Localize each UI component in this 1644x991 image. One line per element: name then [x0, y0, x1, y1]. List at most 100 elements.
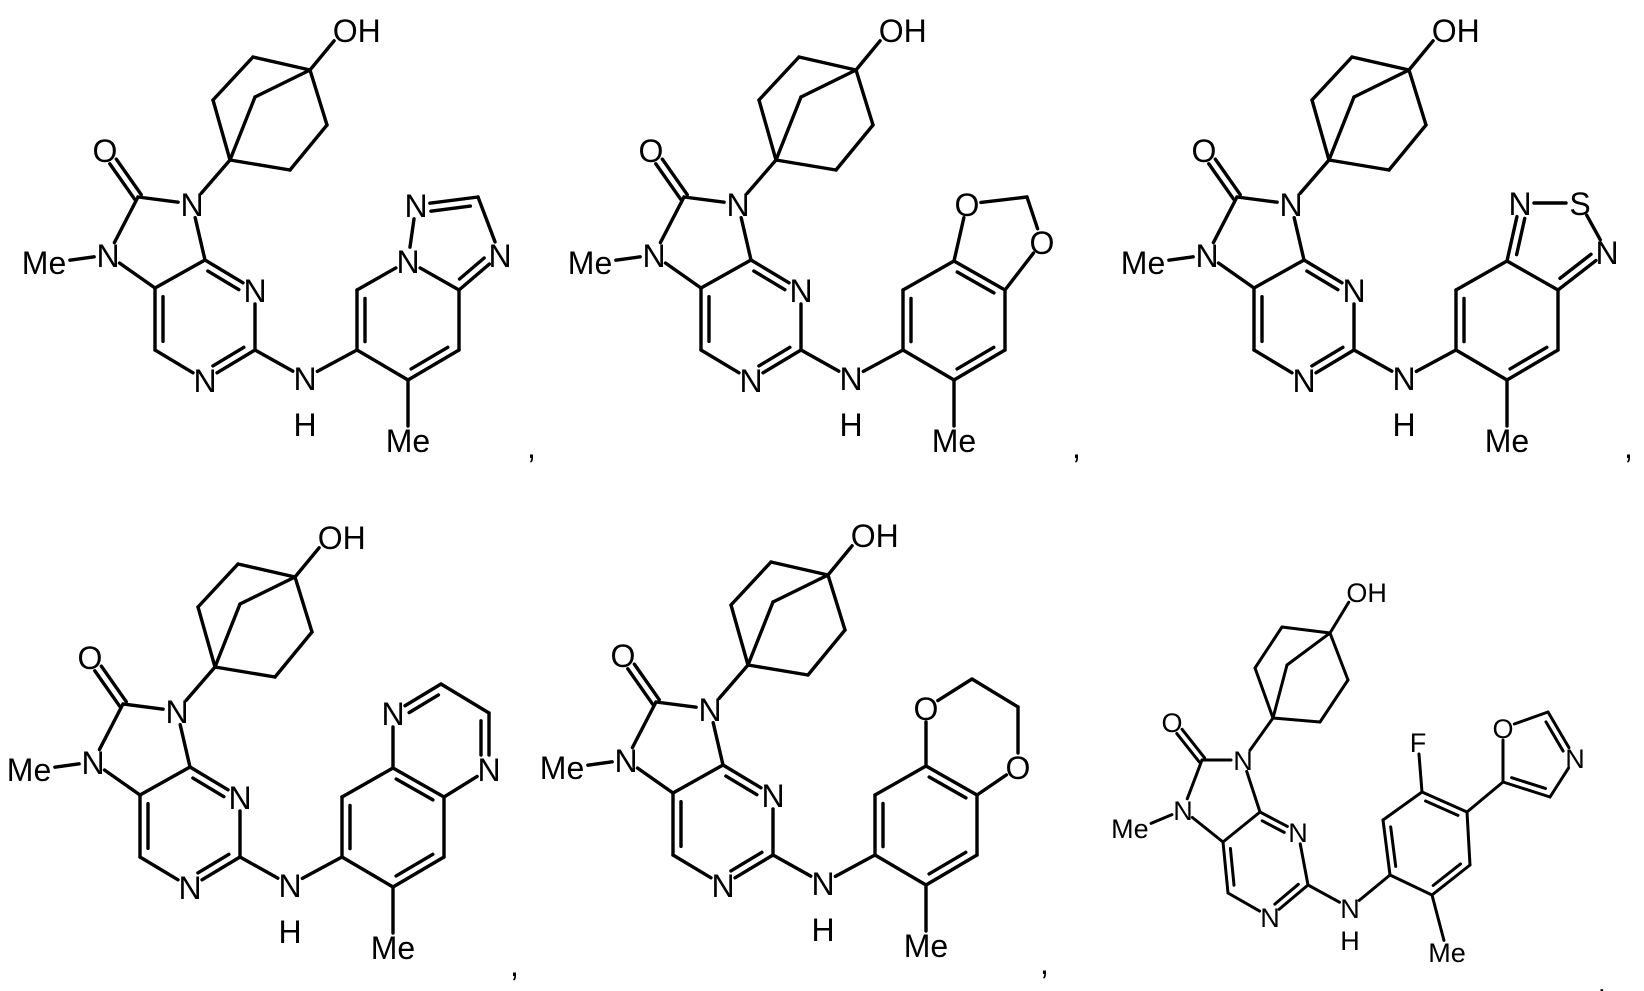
single-bond: [673, 855, 711, 878]
single-bond: [1300, 160, 1329, 193]
atom-label: N: [739, 363, 762, 399]
single-bond: [1260, 812, 1287, 826]
single-bond: [1223, 842, 1228, 893]
single-bond: [1456, 350, 1507, 380]
double-bond-inner-line: [431, 206, 470, 211]
single-bond: [201, 160, 230, 193]
single-bond: [632, 702, 656, 748]
single-bond: [719, 665, 748, 698]
molecule-2: OHNONMeNNNHMeOO,: [568, 13, 1081, 465]
single-bond: [215, 604, 240, 667]
atom-label: N: [96, 238, 119, 274]
single-bond: [741, 218, 751, 260]
single-bond: [1247, 771, 1260, 812]
atom-label: O: [78, 640, 103, 676]
double-bond-inner-line: [731, 852, 762, 871]
atom-label: Me: [1485, 423, 1529, 459]
single-bond: [1503, 782, 1550, 797]
atom-label: N: [193, 363, 216, 399]
separator-comma: ,: [1624, 429, 1633, 465]
single-bond: [342, 857, 393, 887]
atom-label: Me: [904, 928, 948, 964]
single-bond: [1409, 41, 1433, 70]
single-bond: [1312, 100, 1329, 160]
atom-label: N: [178, 870, 201, 906]
atom-label: N: [1392, 361, 1415, 397]
atom-label: Me: [7, 752, 51, 788]
single-bond: [1282, 627, 1330, 633]
single-bond: [213, 57, 253, 100]
single-bond: [903, 350, 954, 380]
single-bond: [342, 768, 393, 797]
atom-label: N: [180, 187, 203, 223]
atom-label: Me: [1428, 938, 1466, 968]
atom-label: Me: [1121, 245, 1165, 281]
single-bond: [1383, 792, 1422, 820]
single-bond: [357, 268, 396, 290]
single-bond: [295, 577, 312, 632]
single-bond: [1273, 718, 1320, 722]
single-bond: [748, 665, 808, 675]
atom-label: N: [642, 238, 665, 274]
single-bond: [875, 766, 926, 795]
single-bond: [198, 607, 215, 667]
single-bond: [1151, 815, 1172, 824]
single-bond: [1432, 895, 1444, 940]
atom-label: O: [955, 187, 980, 223]
single-bond: [1254, 260, 1304, 288]
single-bond: [1467, 782, 1503, 812]
single-bond: [180, 725, 190, 767]
atom-label: N: [1195, 238, 1218, 274]
double-bond-inner-line: [208, 271, 239, 290]
single-bond: [1514, 712, 1548, 724]
single-bond: [588, 762, 612, 765]
single-bond: [776, 160, 836, 170]
single-bond: [731, 562, 771, 605]
atom-label: N: [396, 244, 419, 280]
atom-label: N: [711, 868, 734, 904]
single-bond: [1255, 627, 1282, 668]
single-bond: [1187, 760, 1202, 799]
single-bond: [114, 197, 138, 243]
single-bond: [1390, 875, 1432, 895]
atom-label: S: [1569, 186, 1590, 222]
single-bond: [238, 564, 295, 577]
single-bond: [430, 197, 478, 203]
single-bond: [1287, 633, 1330, 665]
atom-label: H: [811, 912, 834, 948]
single-bond: [656, 702, 696, 707]
double-bond-inner-line: [460, 258, 485, 279]
atom-label: Me: [932, 423, 976, 459]
single-bond: [875, 855, 926, 885]
double-bond-inner-line: [198, 854, 229, 873]
double-bond-inner-line: [1230, 848, 1234, 885]
single-bond: [1294, 218, 1304, 260]
atom-label: OH: [333, 13, 381, 49]
atom-label: H: [293, 407, 316, 443]
single-bond: [213, 100, 230, 160]
single-bond: [1467, 812, 1470, 865]
atom-label: Me: [568, 245, 612, 281]
single-bond: [665, 263, 701, 288]
single-bond: [660, 197, 684, 243]
atom-label: O: [1006, 750, 1031, 786]
double-bond-inner-line: [1391, 827, 1396, 867]
single-bond: [215, 667, 275, 677]
atom-label: N: [1292, 363, 1315, 399]
single-bond: [255, 70, 310, 97]
single-bond: [1228, 893, 1260, 911]
double-bond-inner-line: [213, 347, 244, 366]
single-bond: [140, 767, 190, 795]
atom-label: F: [1410, 728, 1427, 758]
single-bond: [836, 125, 873, 170]
molecule-5: OHNONMeNNNHMeOO,: [540, 518, 1049, 981]
single-bond: [478, 197, 495, 242]
atom-label: OH: [879, 13, 927, 49]
separator-comma: ,: [510, 947, 519, 983]
single-bond: [1169, 257, 1193, 260]
atom-label: N: [1565, 744, 1585, 774]
double-bond-inner-line: [409, 695, 438, 713]
single-bond: [420, 268, 459, 290]
single-bond: [799, 57, 856, 70]
